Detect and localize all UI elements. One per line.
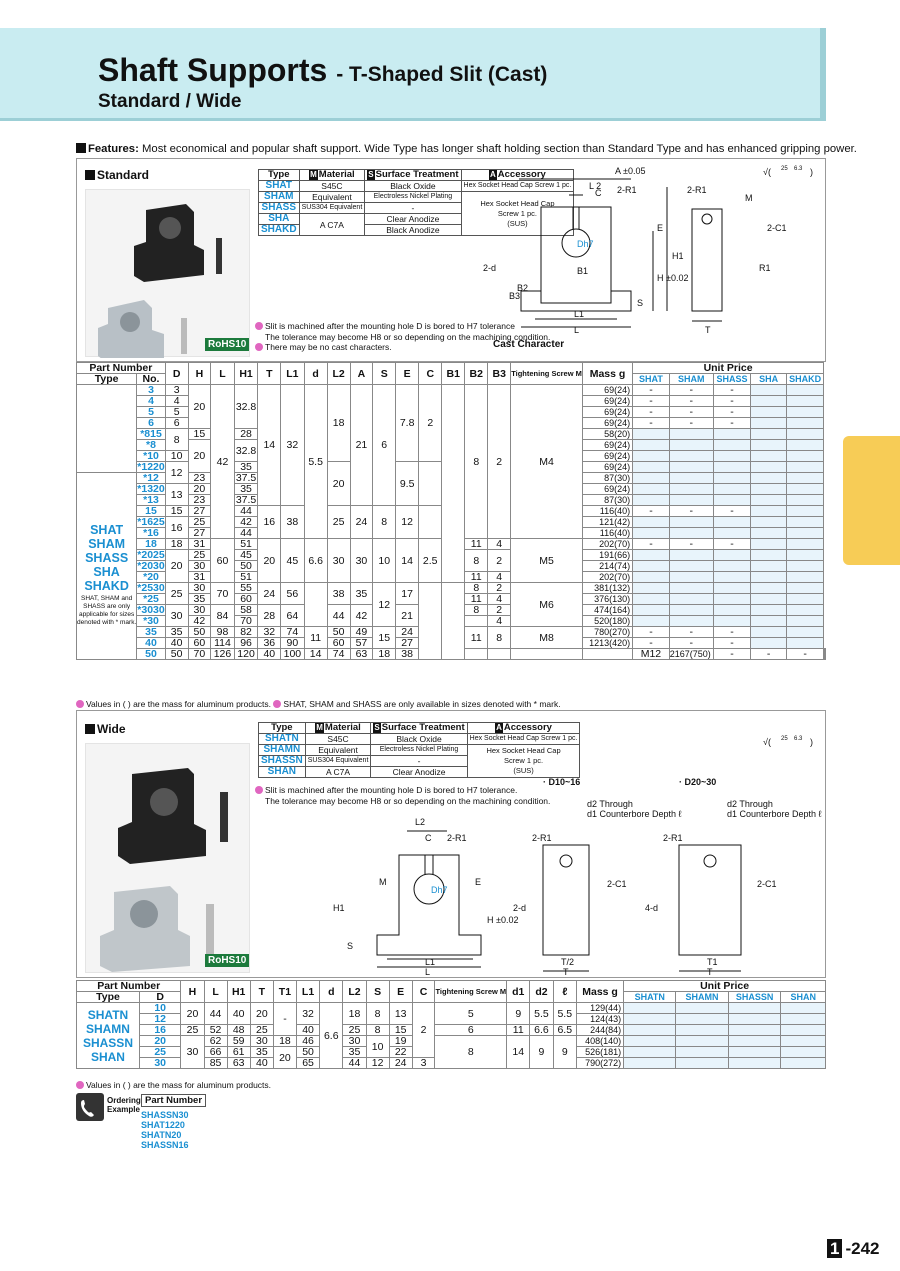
svg-text:L: L <box>574 325 579 335</box>
svg-text:2-R1: 2-R1 <box>663 833 683 843</box>
svg-text:T1: T1 <box>707 957 718 967</box>
svg-text:2-C1: 2-C1 <box>757 879 777 889</box>
standard-technical-drawing: A ±0.05 L 2 C 2-R1 2-R1 M E H1 H ±0.02 2… <box>483 166 813 350</box>
svg-text:C: C <box>595 188 602 198</box>
svg-text:25: 25 <box>781 736 788 742</box>
svg-text:2-R1: 2-R1 <box>532 833 552 843</box>
svg-text:Dh7: Dh7 <box>431 885 448 895</box>
svg-text:d2 Through: d2 Through <box>587 799 633 809</box>
svg-text:d2 Through: d2 Through <box>727 799 773 809</box>
svg-text:· D20~30: · D20~30 <box>679 777 716 787</box>
svg-text:6.3: 6.3 <box>794 166 803 172</box>
features-line: Features: Most economical and popular sh… <box>76 143 857 155</box>
standard-notes: Slit is machined after the mounting hole… <box>255 321 550 353</box>
svg-text:A ±0.05: A ±0.05 <box>615 166 645 176</box>
standard-label: Standard <box>85 168 149 182</box>
svg-text:2-R1: 2-R1 <box>447 833 467 843</box>
svg-text:H ±0.02: H ±0.02 <box>487 915 518 925</box>
page-subtitle: Standard / Wide <box>98 91 242 112</box>
svg-text:R1: R1 <box>759 263 771 273</box>
rohs-badge: RoHS10 <box>205 338 250 351</box>
svg-text:T/2: T/2 <box>561 957 574 967</box>
side-tab <box>843 436 900 565</box>
svg-text:6.3: 6.3 <box>794 736 803 742</box>
svg-text:√(: √( <box>763 167 771 177</box>
page-title: Shaft Supports - T-Shaped Slit (Cast) <box>98 52 548 88</box>
svg-text:M: M <box>745 193 753 203</box>
wide-table-note: Values in ( ) are the mass for aluminum … <box>76 1080 271 1091</box>
svg-text:S: S <box>637 298 643 308</box>
svg-text:C: C <box>425 833 432 843</box>
svg-text:2-R1: 2-R1 <box>687 185 707 195</box>
svg-text:): ) <box>810 737 813 747</box>
svg-text:2-d: 2-d <box>513 903 526 913</box>
page-header: Shaft Supports - T-Shaped Slit (Cast) St… <box>0 28 826 121</box>
wide-surface-finish-symbol: √( 25 6.3) <box>763 736 813 747</box>
wide-rohs-badge: RoHS10 <box>205 954 250 967</box>
page-number: 1-242 <box>827 1239 883 1259</box>
svg-text:Cast Character: Cast Character <box>493 339 564 350</box>
svg-text:H ±0.02: H ±0.02 <box>657 273 688 283</box>
svg-text:): ) <box>810 167 813 177</box>
svg-text:H1: H1 <box>672 251 684 261</box>
wide-notes: Slit is machined after the mounting hole… <box>255 785 550 806</box>
standard-table-note: Values in ( ) are the mass for aluminum … <box>76 699 561 710</box>
standard-product-photo <box>85 189 250 362</box>
svg-text:T: T <box>707 967 713 975</box>
svg-text:2-C1: 2-C1 <box>607 879 627 889</box>
svg-text:2-d: 2-d <box>483 263 496 273</box>
svg-text:E: E <box>475 877 481 887</box>
svg-text:H1: H1 <box>333 903 345 913</box>
svg-text:2-R1: 2-R1 <box>617 185 637 195</box>
svg-text:L2: L2 <box>415 817 425 827</box>
svg-text:E: E <box>657 223 663 233</box>
wide-technical-drawing: L2 C 2-R1 M H1 E H ±0.02 S L1 L 2-R1 d2 … <box>333 777 822 975</box>
svg-text:Dh7: Dh7 <box>577 239 594 249</box>
svg-text:L1: L1 <box>425 957 435 967</box>
wide-label: Wide <box>85 722 126 736</box>
surface-finish-symbol: √( 25 6.3 ) <box>763 166 813 177</box>
svg-text:4-d: 4-d <box>645 903 658 913</box>
svg-text:L: L <box>425 967 430 975</box>
standard-product-image <box>98 204 222 362</box>
svg-text:B1: B1 <box>577 266 588 276</box>
svg-text:d1 Counterbore Depth ℓ: d1 Counterbore Depth ℓ <box>587 809 683 819</box>
svg-text:d1 Counterbore Depth ℓ: d1 Counterbore Depth ℓ <box>727 809 822 819</box>
svg-text:2-C1: 2-C1 <box>767 223 787 233</box>
phone-icon <box>76 1093 104 1121</box>
svg-text:T: T <box>705 325 711 335</box>
svg-text:· D10~16: · D10~16 <box>543 777 580 787</box>
svg-text:L1: L1 <box>574 309 584 319</box>
svg-text:B2: B2 <box>517 283 528 293</box>
svg-text:√(: √( <box>763 737 771 747</box>
svg-text:M: M <box>379 877 387 887</box>
wide-product-photo <box>85 743 250 973</box>
svg-text:25: 25 <box>781 166 788 172</box>
svg-text:L 2: L 2 <box>589 181 601 191</box>
svg-text:S: S <box>347 941 353 951</box>
svg-text:B3: B3 <box>509 291 520 301</box>
svg-text:T: T <box>563 967 569 975</box>
wide-product-image <box>100 768 228 972</box>
